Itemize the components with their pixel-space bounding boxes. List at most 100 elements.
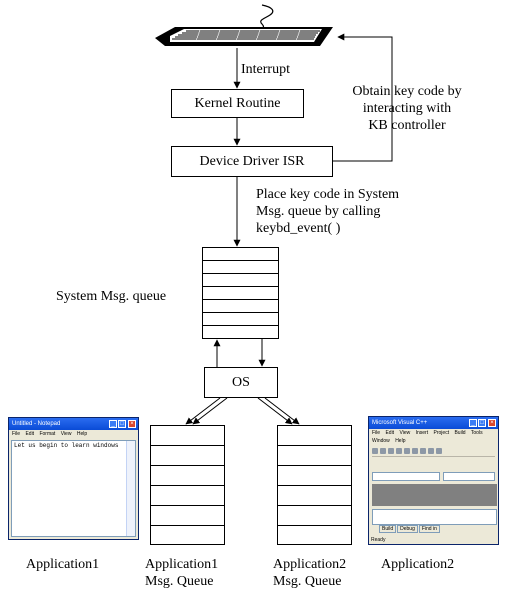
interrupt-label: Interrupt	[241, 62, 290, 77]
maximize-icon: □	[478, 419, 486, 427]
visual-c-title: Microsoft Visual C++	[372, 420, 428, 426]
arrow-os-to-app2-queue-b	[264, 397, 300, 425]
notepad-content: Let us begin to learn windows	[14, 442, 119, 449]
app1-queue-label: Application1 Msg. Queue	[145, 556, 218, 590]
queue-slot	[278, 446, 351, 466]
menu-help: Help	[395, 438, 406, 444]
visual-c-menubar-1: File Edit View Insert Project Build Tool…	[369, 429, 498, 437]
app1-msg-queue	[150, 425, 225, 545]
app1-queue-line-1: Application1	[145, 557, 219, 572]
visual-c-toolbar	[372, 446, 495, 457]
menu-format: Format	[39, 431, 56, 437]
save-icon	[388, 448, 394, 454]
arrow-os-to-app1-queue-a	[185, 397, 221, 425]
menu-view: View	[399, 430, 411, 436]
queue-slot	[203, 274, 278, 287]
obtain-keycode-line-3: KB controller	[368, 118, 446, 133]
queue-slot	[151, 446, 224, 466]
visual-c-tabs: Build Debug Find in	[379, 525, 440, 533]
app2-queue-line-1: Application2	[273, 557, 347, 572]
visual-c-combo-right	[443, 472, 495, 481]
queue-slot	[151, 486, 224, 506]
place-keycode-line-1: Place key code in System	[256, 187, 400, 202]
queue-slot	[203, 313, 278, 326]
obtain-keycode-label: Obtain key code by interacting with KB c…	[336, 83, 478, 134]
device-driver-isr-box: Device Driver ISR	[171, 146, 333, 177]
system-msg-queue	[202, 247, 279, 339]
queue-slot	[203, 248, 278, 261]
queue-slot	[151, 526, 224, 544]
queue-slot	[203, 287, 278, 300]
open-icon	[380, 448, 386, 454]
menu-file: File	[372, 430, 381, 436]
place-keycode-line-3: keybd_event( )	[256, 221, 341, 236]
visual-c-titlebar: Microsoft Visual C++ _ □ ×	[369, 417, 498, 429]
queue-slot	[278, 486, 351, 506]
menu-insert: Insert	[415, 430, 429, 436]
place-keycode-label: Place key code in System Msg. queue by c…	[256, 186, 399, 237]
visual-c-workspace	[372, 484, 497, 506]
queue-slot	[278, 426, 351, 446]
os-box: OS	[204, 367, 278, 398]
menu-tools: Tools	[470, 430, 483, 436]
menu-window: Window	[372, 438, 390, 444]
queue-slot	[278, 506, 351, 526]
menu-edit: Edit	[25, 431, 35, 437]
tab-build: Build	[379, 525, 397, 533]
minimize-icon: _	[109, 420, 117, 428]
close-icon: ×	[128, 420, 136, 428]
queue-slot	[278, 526, 351, 544]
app2-queue-line-2: Msg. Queue	[273, 574, 342, 589]
notepad-window: Untitled - Notepad _ □ × File Edit Forma…	[8, 417, 139, 540]
notepad-menubar: File Edit Format View Help	[9, 430, 138, 439]
kernel-routine-box: Kernel Routine	[171, 89, 304, 118]
visual-c-status: Ready	[371, 537, 386, 543]
cut-icon	[404, 448, 410, 454]
menu-project: Project	[433, 430, 450, 436]
arrow-driver-to-keyboard	[333, 33, 393, 162]
obtain-keycode-line-1: Obtain key code by	[352, 84, 462, 99]
minimize-icon: _	[469, 419, 477, 427]
new-file-icon	[372, 448, 378, 454]
menu-build: Build	[454, 430, 466, 436]
visual-c-output-pane	[372, 509, 497, 525]
redo-icon	[436, 448, 442, 454]
queue-slot	[203, 261, 278, 274]
queue-slot	[151, 426, 224, 446]
tab-find-in: Find in	[418, 525, 440, 533]
place-keycode-line-2: Msg. queue by calling	[256, 204, 381, 219]
notepad-text-area: Let us begin to learn windows	[11, 440, 136, 537]
arrow-os-to-app2-queue-a	[257, 397, 293, 425]
app1-queue-line-2: Msg. Queue	[145, 574, 214, 589]
menu-help: Help	[76, 431, 88, 437]
visual-c-menubar-2: Window Help	[369, 437, 498, 445]
menu-file: File	[12, 431, 21, 437]
app2-label: Application2	[381, 557, 455, 572]
visual-c-combo-left	[372, 472, 440, 481]
queue-slot	[203, 300, 278, 313]
app2-msg-queue	[277, 425, 352, 545]
copy-icon	[412, 448, 418, 454]
queue-slot	[278, 466, 351, 486]
maximize-icon: □	[118, 420, 126, 428]
queue-slot	[151, 466, 224, 486]
keyboard-icon	[155, 4, 333, 46]
notepad-scrollbar	[126, 441, 135, 536]
obtain-keycode-line-2: interacting with	[362, 101, 452, 116]
undo-icon	[428, 448, 434, 454]
tab-debug: Debug	[397, 525, 418, 533]
queue-slot	[203, 326, 278, 338]
menu-edit: Edit	[385, 430, 395, 436]
notepad-title: Untitled - Notepad	[12, 421, 61, 427]
close-icon: ×	[488, 419, 496, 427]
queue-slot	[151, 506, 224, 526]
arrow-os-to-app1-queue-b	[192, 397, 228, 425]
notepad-titlebar: Untitled - Notepad _ □ ×	[9, 418, 138, 430]
save-all-icon	[396, 448, 402, 454]
paste-icon	[420, 448, 426, 454]
visual-c-window: Microsoft Visual C++ _ □ × File Edit Vie…	[368, 416, 499, 545]
menu-view: View	[60, 431, 72, 437]
system-queue-label: System Msg. queue	[56, 289, 167, 304]
app1-label: Application1	[26, 557, 100, 572]
